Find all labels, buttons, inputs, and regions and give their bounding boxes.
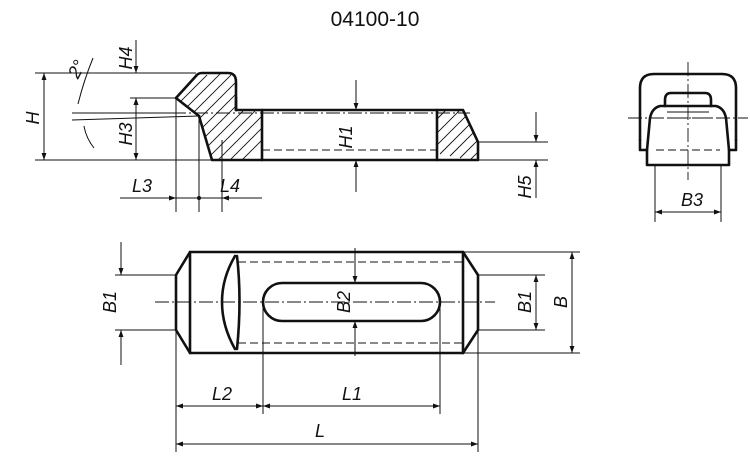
dim-H1-label: H1	[336, 125, 356, 148]
heel-hatching	[176, 73, 262, 160]
dim-H4-label: H4	[116, 46, 136, 69]
drawing-title: 04100-10	[330, 8, 420, 31]
dim-B2-label: B2	[334, 291, 354, 313]
side-view-outline	[174, 71, 480, 162]
side-view-dimensions: H H4 H3 2° H1 H5 L3 L4	[23, 40, 548, 212]
dim-B3-label: B3	[681, 190, 703, 210]
dim-H5-label: H5	[515, 175, 535, 199]
top-view-dimensions: B1 B2 B1 B L2 L1 L	[100, 242, 580, 452]
dim-H-label: H	[23, 111, 43, 125]
dim-L1-label: L1	[342, 384, 362, 404]
dim-L-label: L	[315, 421, 325, 441]
dim-B1-right-label: B1	[515, 291, 535, 313]
dim-L2-label: L2	[212, 384, 232, 404]
front-view	[628, 62, 748, 180]
dim-B-label: B	[551, 296, 571, 308]
dim-L3-label: L3	[132, 176, 152, 196]
side-view	[71, 71, 480, 162]
dim-B1-left-label: B1	[100, 291, 120, 313]
dim-L4-label: L4	[220, 176, 240, 196]
top-view	[155, 250, 495, 355]
front-view-dimensions: B3	[654, 165, 722, 222]
dim-H3-label: H3	[116, 122, 136, 145]
